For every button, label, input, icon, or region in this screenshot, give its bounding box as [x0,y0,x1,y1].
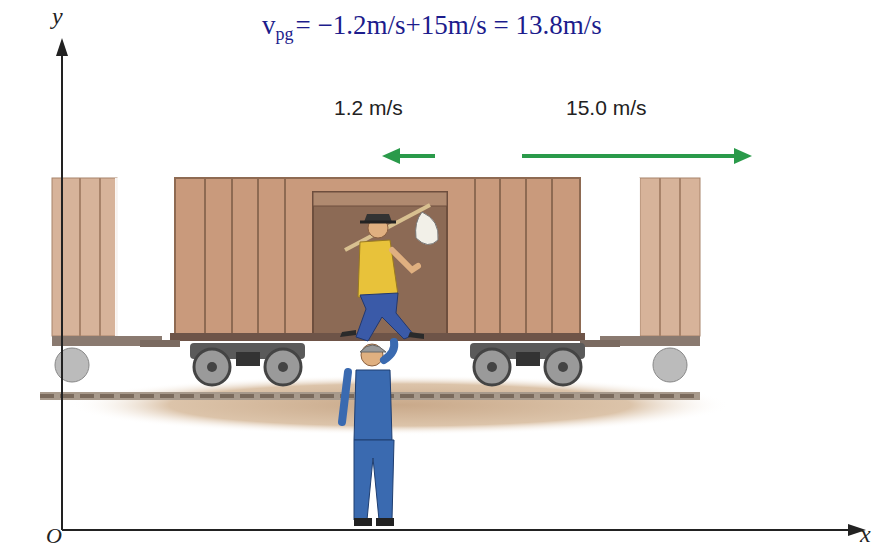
speed-label: 15.0 m/s [566,97,647,118]
velocity-symbol: v [262,12,276,39]
velocity-arrow [522,148,752,164]
velocity-subscript: pg [276,25,294,43]
right-car [600,178,700,382]
ground-observer [342,342,394,526]
axis-arrow [56,38,68,56]
origin-label: O [46,525,62,547]
ground-shadow [70,375,730,435]
boxcar [170,178,585,341]
velocity-formula: vpg= −1.2m/s+15m/s = 13.8m/s [262,12,602,39]
axis-label: x [860,522,871,546]
axis-label: y [52,4,63,28]
coupler [580,340,620,347]
velocity-arrow [382,148,435,164]
velocity-equation: = −1.2m/s+15m/s = 13.8m/s [296,12,602,39]
left-car [52,178,162,382]
axes [62,52,852,530]
coupler [140,340,180,347]
walking-passenger [340,205,438,341]
speed-label: 1.2 m/s [334,97,403,118]
